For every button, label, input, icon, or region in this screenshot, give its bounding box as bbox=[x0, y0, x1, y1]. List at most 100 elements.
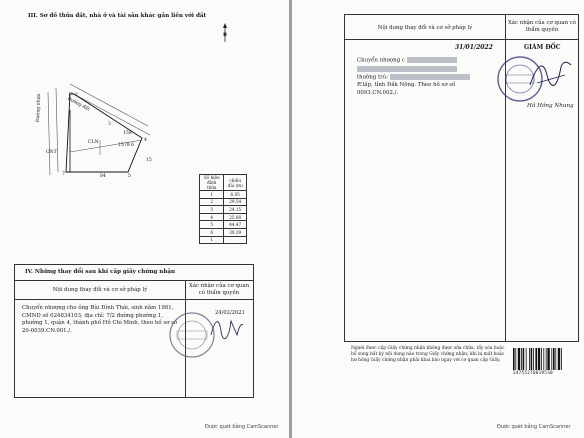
barcode-bar bbox=[553, 348, 555, 370]
neighbor-label-ont: ONT bbox=[46, 150, 57, 155]
barcode-bar bbox=[517, 348, 521, 370]
changes-table: IV. Những thay đổi sau khi cấp giấy chứn… bbox=[14, 264, 254, 398]
changes-column-divider bbox=[185, 280, 186, 397]
changes-header-divider bbox=[15, 280, 253, 281]
barcode-bar bbox=[557, 348, 561, 370]
table-cell: 25.88 bbox=[223, 212, 247, 222]
barcode-bar bbox=[533, 348, 534, 370]
table-cell: 4 bbox=[198, 212, 225, 222]
corner-label-2: 2 bbox=[75, 93, 78, 98]
barcode-bar bbox=[521, 348, 522, 370]
barcode-bar bbox=[525, 348, 527, 370]
barcode-bar bbox=[513, 348, 515, 370]
page-gutter bbox=[289, 0, 292, 438]
table-cell: 44.47 bbox=[223, 220, 247, 229]
barcode-bar bbox=[537, 348, 541, 370]
table-cell: 6.05 bbox=[223, 190, 247, 199]
barcode-bar bbox=[529, 348, 530, 370]
corner-label-7: 7 bbox=[62, 172, 65, 177]
parcel-code: CLN bbox=[88, 140, 99, 145]
table-row: 1 bbox=[198, 235, 247, 245]
barcode-number: 24755270019530 bbox=[513, 371, 553, 376]
confirm-date: 24/02/2021 bbox=[215, 310, 245, 316]
redacted-id bbox=[357, 66, 457, 73]
change-line-2-text: thường trú: bbox=[357, 74, 389, 81]
change-line-1-text: Chuyển nhượng c bbox=[357, 57, 405, 64]
content-column-header: Nội dung thay đổi và cơ sở pháp lý bbox=[52, 287, 148, 293]
signer-name: Hồ Hồng Nhung bbox=[527, 103, 574, 109]
left-certificate-page: III. Sơ đồ thửa đất, nhà ở và tài sản kh… bbox=[0, 0, 289, 438]
table-cell: 5 bbox=[198, 220, 225, 229]
barcode-bar bbox=[543, 348, 545, 370]
change-line-3: R'lấp, tỉnh Đắk Nông. Theo hồ sơ số bbox=[357, 82, 456, 89]
change-entry-text: Chuyển nhượng cho ông Bùi Đình Thái, sin… bbox=[22, 305, 178, 334]
right-certificate-page: Nội dung thay đổi và cơ sở pháp lý Xác n… bbox=[292, 0, 584, 438]
official-stamp-right bbox=[497, 56, 543, 102]
change-line-id bbox=[357, 66, 497, 74]
right-header-divider bbox=[345, 39, 578, 40]
barcode-bar bbox=[535, 348, 537, 370]
barcode-bar bbox=[522, 348, 525, 370]
section-iv-title: IV. Những thay đổi sau khi cấp giấy chứn… bbox=[25, 269, 176, 275]
change-line-2: thường trú: bbox=[357, 74, 497, 82]
corner-label-1: 1 bbox=[68, 93, 71, 98]
barcode-bar bbox=[561, 348, 562, 370]
paved-road-label: Đường nhựa bbox=[36, 93, 42, 123]
barcode-bar bbox=[545, 348, 547, 370]
parcel-number: 158 bbox=[123, 131, 132, 136]
table-cell: 2 bbox=[198, 197, 225, 207]
barcode-bar bbox=[541, 348, 542, 370]
barcode bbox=[513, 348, 562, 370]
parcel-sketch bbox=[47, 83, 151, 176]
barcode-bar bbox=[515, 348, 517, 370]
table-cell: 39.39 bbox=[223, 227, 247, 237]
north-arrow bbox=[220, 22, 230, 44]
changes-table-continued: Nội dung thay đổi và cơ sở pháp lý Xác n… bbox=[344, 14, 579, 342]
right-confirm-date: 31/01/2022 bbox=[455, 44, 493, 51]
neighbor-label-84: 84 bbox=[100, 174, 106, 179]
official-stamp bbox=[169, 312, 215, 358]
north-arrow-icon bbox=[223, 23, 227, 42]
director-title: GIÁM ĐỐC bbox=[524, 44, 561, 51]
confirm-column-header: Xác nhận của cơ quan có thẩm quyền bbox=[188, 283, 250, 296]
section-iii-title: III. Sơ đồ thửa đất, nhà ở và tài sản kh… bbox=[28, 13, 207, 19]
content-column-header-right: Nội dung thay đổi và cơ sở pháp lý bbox=[377, 25, 473, 31]
table-cell: 1 bbox=[198, 235, 225, 245]
change-line-1: Chuyển nhượng c bbox=[357, 57, 497, 65]
north-label: B bbox=[223, 33, 227, 38]
redacted-address bbox=[389, 74, 470, 81]
signature-right bbox=[529, 61, 572, 86]
parcel-boundary bbox=[65, 93, 143, 173]
parcel-area: 1578.6 bbox=[118, 143, 135, 148]
scanner-footer: Được quét bằng CamScanner bbox=[205, 424, 279, 430]
table-cell: 1 bbox=[198, 190, 225, 199]
signature bbox=[210, 319, 244, 340]
table-row: Số hiệu đỉnh thửa chiều dài (m) bbox=[198, 174, 247, 191]
scanner-footer-right: Được quét bằng CamScanner bbox=[497, 424, 571, 430]
barcode-bar bbox=[551, 348, 553, 370]
corner-label-3: 3 bbox=[108, 122, 111, 127]
table-header-vertex: Số hiệu đỉnh thửa bbox=[198, 174, 225, 191]
confirm-column-header-right: Xác nhận của cơ quan có thẩm quyền bbox=[507, 20, 577, 33]
changes-row-divider bbox=[15, 299, 253, 300]
barcode-bar bbox=[555, 348, 557, 370]
right-column-divider bbox=[505, 15, 506, 341]
paved-road-edge-right bbox=[55, 87, 59, 173]
table-cell bbox=[223, 235, 247, 245]
paved-road-edge-left bbox=[47, 91, 51, 176]
dirt-road-edge-2 bbox=[69, 83, 149, 127]
barcode-bar bbox=[530, 348, 533, 370]
dirt-road-edge-1 bbox=[69, 91, 151, 136]
table-cell: 29.54 bbox=[223, 197, 247, 207]
legal-notice: Người được cấp Giấy chứng nhận không đượ… bbox=[351, 346, 505, 363]
barcode-bar bbox=[547, 348, 550, 370]
table-cell: 3 bbox=[198, 205, 225, 214]
parcel-inner-line-1 bbox=[69, 139, 143, 153]
